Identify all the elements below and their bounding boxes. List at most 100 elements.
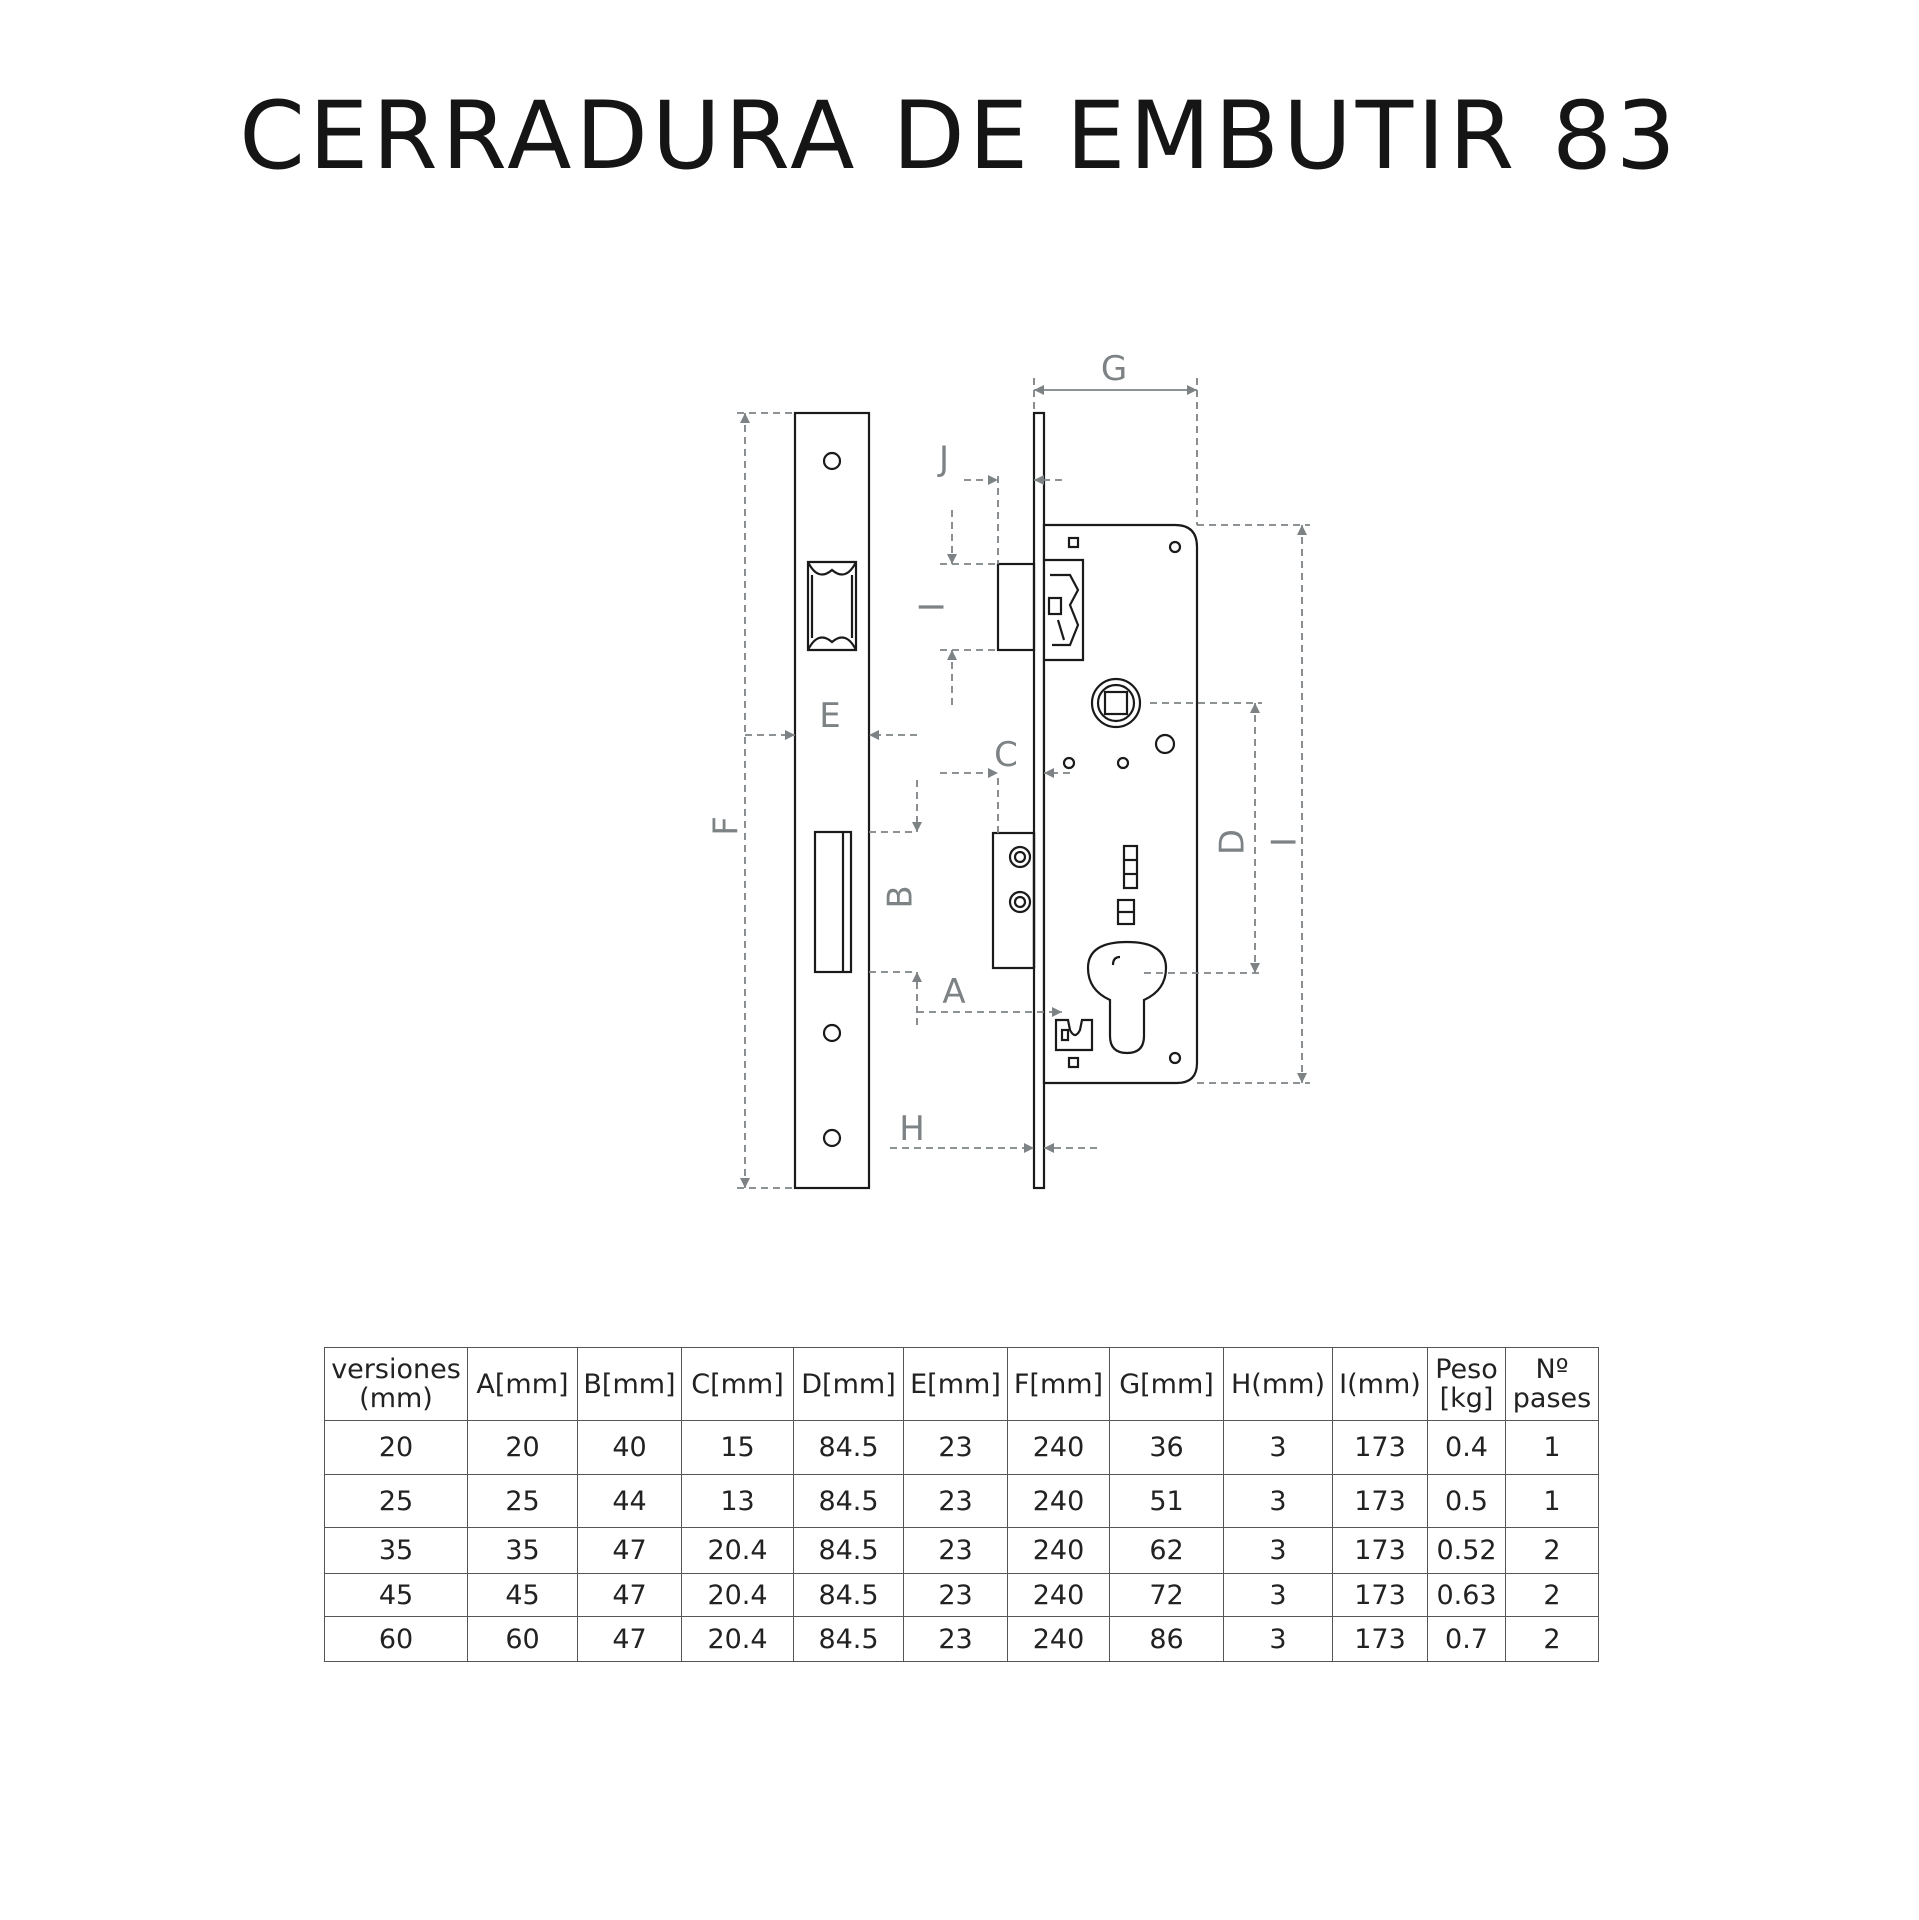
table-cell: 3 (1223, 1474, 1333, 1528)
dimension-label-f: F (707, 816, 747, 836)
table-cell: 240 (1007, 1573, 1110, 1617)
table-cell: 84.5 (793, 1527, 904, 1574)
column-header-text: G[mm] (1119, 1368, 1214, 1400)
deadbolt (991, 831, 1036, 970)
table-cell: 72 (1109, 1573, 1224, 1617)
dimension-label-d: D (1213, 829, 1253, 855)
table-cell: 44 (577, 1474, 682, 1528)
table-cell: 15 (681, 1420, 794, 1475)
dimension-label-g: G (1101, 349, 1127, 389)
table-cell: 40 (577, 1420, 682, 1475)
column-header: H(mm) (1223, 1347, 1333, 1421)
column-header-text: A[mm] (476, 1368, 569, 1400)
deadbolt-opening (813, 830, 853, 974)
table-header-row: versiones(mm)A[mm] B[mm]C[mm]D[mm]E[mm]F[… (324, 1347, 1599, 1421)
table-cell: 20.4 (681, 1573, 794, 1617)
dimension-lines (737, 378, 1310, 1189)
lock-technical-drawing: G J I E C F D I B A H (707, 349, 1310, 1190)
table-cell: 62 (1109, 1527, 1224, 1574)
column-header-text: pases (1512, 1383, 1592, 1414)
dimension-label-b: B (881, 885, 921, 908)
table-cell: 0.52 (1427, 1527, 1506, 1574)
table-cell: 173 (1332, 1420, 1428, 1475)
table-cell: 23 (903, 1527, 1008, 1574)
dimension-label-a: A (942, 972, 965, 1012)
table-cell: 240 (1007, 1616, 1110, 1662)
table-cell: 51 (1109, 1474, 1224, 1528)
side-faceplate (1032, 411, 1046, 1190)
dimension-label-i-body: I (1265, 837, 1305, 847)
table-cell: 3 (1223, 1527, 1333, 1574)
case-rivet-bottom (1168, 1051, 1182, 1065)
lower-cam (1054, 1018, 1094, 1052)
table-cell: 47 (577, 1616, 682, 1662)
follower-hub (1090, 677, 1142, 729)
table-cell: 45 (324, 1573, 468, 1617)
table-cell: 47 (577, 1527, 682, 1574)
dimension-label-h: H (899, 1109, 925, 1149)
table-cell: 60 (324, 1616, 468, 1662)
column-header: F[mm] (1007, 1347, 1110, 1421)
table-cell: 20.4 (681, 1616, 794, 1662)
table-cell: 0.5 (1427, 1474, 1506, 1528)
column-header: G[mm] (1109, 1347, 1224, 1421)
column-header: C[mm] (681, 1347, 794, 1421)
table-cell: 1 (1505, 1474, 1599, 1528)
table-cell: 23 (903, 1474, 1008, 1528)
faceplate (793, 411, 871, 1190)
table-cell: 0.7 (1427, 1616, 1506, 1662)
dimension-label-i-latch: I (913, 602, 953, 612)
table-cell: 20.4 (681, 1527, 794, 1574)
cylinder-hole (1086, 940, 1168, 1055)
table-cell: 84.5 (793, 1474, 904, 1528)
table-cell: 3 (1223, 1420, 1333, 1475)
column-header-text: versiones (331, 1354, 461, 1385)
table-cell: 20 (324, 1420, 468, 1475)
table-cell: 84.5 (793, 1616, 904, 1662)
case-outline (1042, 523, 1199, 1085)
column-header: A[mm] (467, 1347, 578, 1421)
column-header-text: B[mm] (583, 1368, 676, 1400)
table-cell: 84.5 (793, 1573, 904, 1617)
specifications-table: versiones(mm)A[mm] B[mm]C[mm]D[mm]E[mm]F[… (324, 1347, 1599, 1662)
column-header: E[mm] (903, 1347, 1008, 1421)
table-cell: 240 (1007, 1474, 1110, 1528)
table-cell: 2 (1505, 1573, 1599, 1617)
faceplate-screw-hole-middle (822, 1023, 842, 1043)
table-cell: 2 (1505, 1616, 1599, 1662)
table-cell: 173 (1332, 1474, 1428, 1528)
table-cell: 25 (324, 1474, 468, 1528)
column-header-text: H(mm) (1231, 1368, 1325, 1400)
table-cell: 173 (1332, 1527, 1428, 1574)
column-header: I(mm) (1332, 1347, 1428, 1421)
lock-body (991, 411, 1199, 1190)
table-cell: 0.4 (1427, 1420, 1506, 1475)
dimension-label-e: E (819, 696, 840, 736)
column-header-text: [kg] (1439, 1383, 1494, 1414)
table-cell: 3 (1223, 1573, 1333, 1617)
latch-opening (806, 560, 858, 652)
column-header-text: D[mm] (801, 1368, 896, 1400)
table-cell: 20 (467, 1420, 578, 1475)
table-cell: 84.5 (793, 1420, 904, 1475)
column-header: versiones(mm) (324, 1347, 468, 1421)
table-cell: 23 (903, 1616, 1008, 1662)
table-cell: 2 (1505, 1527, 1599, 1574)
table-cell: 23 (903, 1573, 1008, 1617)
page-title: CERRADURA DE EMBUTIR 83 (239, 82, 1680, 191)
table-cell: 3 (1223, 1616, 1333, 1662)
latch-bolt (996, 558, 1085, 662)
table-cell: 173 (1332, 1616, 1428, 1662)
table-cell: 23 (903, 1420, 1008, 1475)
dimension-label-j: J (937, 439, 949, 479)
internal-levers (1116, 844, 1139, 926)
table-cell: 36 (1109, 1420, 1224, 1475)
dimension-label-c: C (994, 735, 1018, 775)
faceplate-screw-hole-top (822, 451, 842, 471)
column-header: Peso[kg] (1427, 1347, 1506, 1421)
